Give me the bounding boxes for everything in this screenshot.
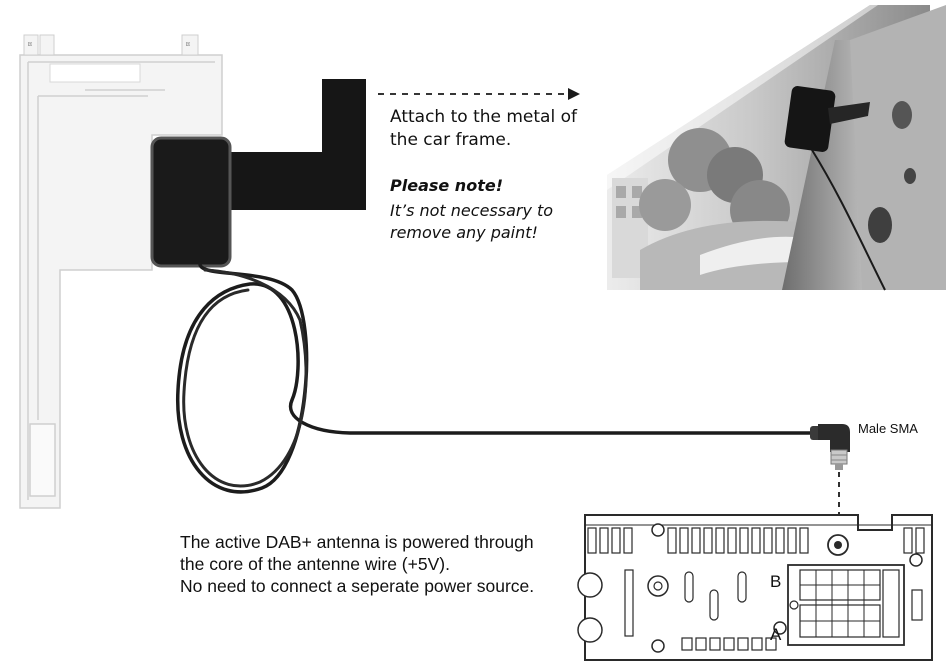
attach-arrowhead bbox=[568, 88, 580, 100]
male-sma-connector bbox=[810, 424, 850, 470]
amplifier-module bbox=[150, 136, 232, 268]
car-radio-back-panel: B A bbox=[577, 514, 933, 661]
ground-plane-foil bbox=[228, 79, 366, 210]
attach-instruction: Attach to the metal of the car frame. bbox=[390, 106, 577, 152]
note-body: It’s not necessary to remove any paint! bbox=[390, 200, 553, 244]
antenna-cable bbox=[176, 262, 814, 494]
connector-label: Male SMA bbox=[858, 421, 918, 436]
note-title: Please note! bbox=[390, 176, 503, 195]
svg-text:¤: ¤ bbox=[185, 40, 190, 50]
power-description: The active DAB+ antenna is powered throu… bbox=[180, 531, 534, 597]
power-line-3: No need to connect a seperate power sour… bbox=[180, 576, 535, 596]
antenna-glass-strip: ¤ ¤ bbox=[19, 34, 223, 509]
car-frame-photo bbox=[607, 5, 946, 291]
port-label-b: B bbox=[770, 572, 781, 591]
svg-text:¤: ¤ bbox=[27, 40, 32, 50]
attach-line-1: Attach to the metal of bbox=[390, 107, 577, 127]
power-line-2: the core of the antenne wire (+5V). bbox=[180, 554, 450, 574]
port-label-a: A bbox=[770, 625, 782, 644]
power-line-1: The active DAB+ antenna is powered throu… bbox=[180, 532, 534, 552]
antenna-cable-coil-outer bbox=[182, 268, 308, 488]
attach-line-2: the car frame. bbox=[390, 130, 512, 150]
note-line-2: remove any paint! bbox=[390, 223, 538, 242]
note-line-1: It’s not necessary to bbox=[390, 201, 554, 220]
